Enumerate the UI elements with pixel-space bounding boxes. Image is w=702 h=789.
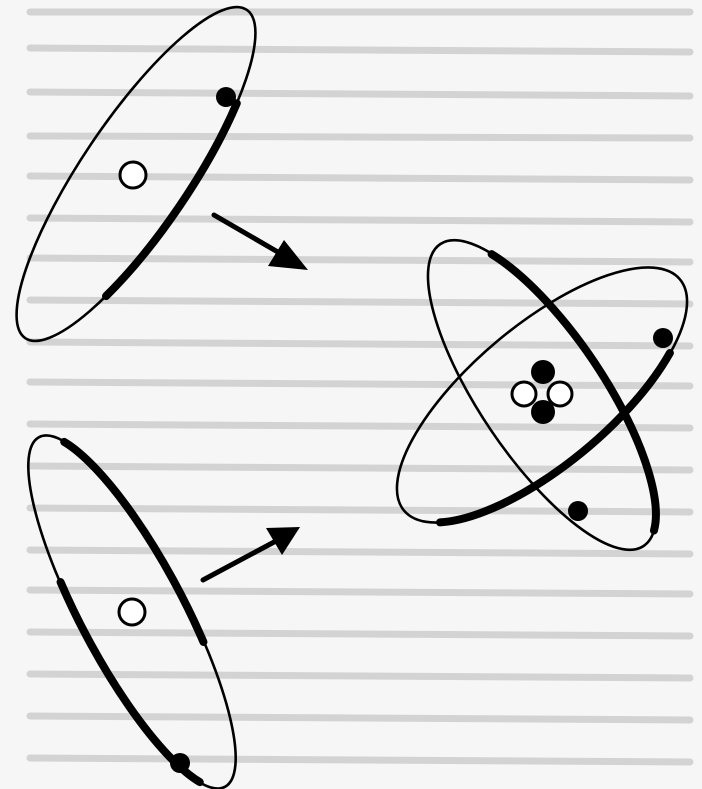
nucleus-icon [120,162,146,188]
shared-nucleus-icon [512,360,572,424]
nucleus-icon [119,599,145,625]
electron-icon [653,328,673,348]
top-left-atom [0,0,292,368]
orbit-ellipse [0,0,292,368]
background-bleed-through-text [30,12,690,762]
electron-icon [568,501,588,521]
electron-icon [170,753,190,773]
electron-icon [216,87,236,107]
